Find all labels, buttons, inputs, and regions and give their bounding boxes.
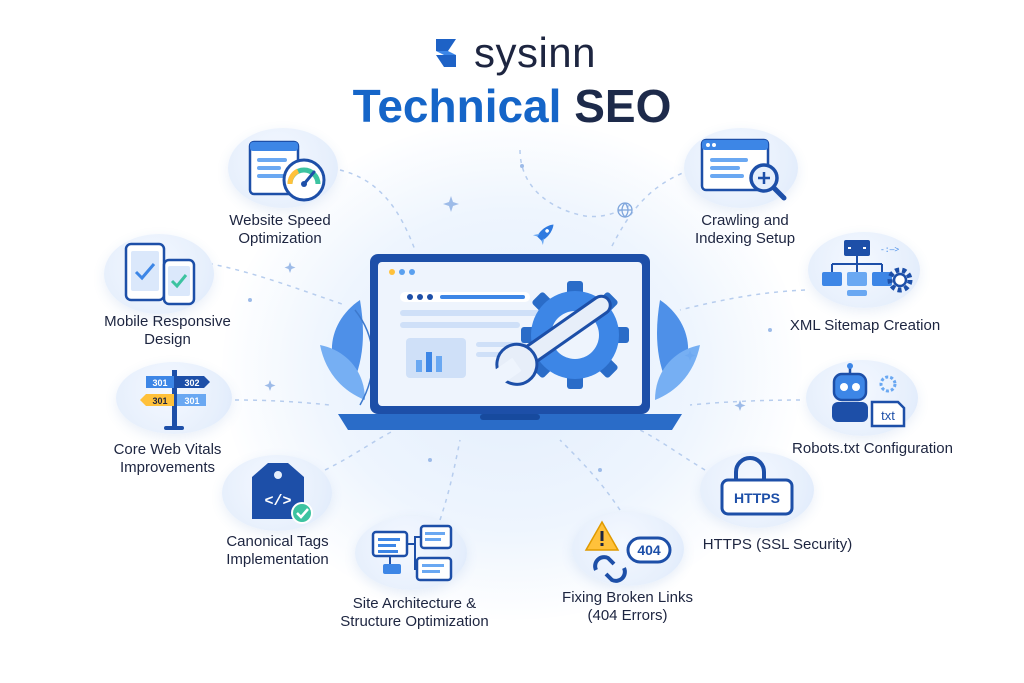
label-line-1: Mobile Responsive [104,313,231,330]
label-line-2: Optimization [238,230,322,247]
feature-label-https: HTTPS (SSL Security) [690,536,865,554]
feature-disc-robots-txt: txt [806,360,918,436]
label-line-1: HTTPS (SSL Security) [702,536,853,553]
feature-label-broken-links: Fixing Broken Links (404 Errors) [545,589,710,625]
label-line-2: (404 Errors) [587,607,668,624]
feature-label-site-architecture: Site Architecture & Structure Optimizati… [322,595,507,631]
feature-label-xml-sitemap: XML Sitemap Creation [775,317,955,335]
signpost-redirect-icon: 301 302 301 301 [140,370,210,430]
feature-disc-https: HTTPS [700,452,814,528]
feature-disc-xml-sitemap: -:—> [808,232,920,308]
label-line-1: Site Architecture & [352,595,477,612]
site-structure-icon [371,524,453,582]
feature-label-crawling-indexing: Crawling and Indexing Setup [670,212,820,248]
label-line-1: XML Sitemap Creation [789,317,941,334]
feature-label-mobile-responsive: Mobile Responsive Design [80,313,255,349]
globe-icon [617,202,633,218]
feature-label-website-speed: Website Speed Optimization [205,212,355,248]
feature-disc-mobile-responsive [104,234,214,314]
code-text: </> [264,493,291,510]
code-text: 404 [637,542,661,558]
label-line-1: Robots.txt Configuration [792,440,953,457]
label-line-1: Fixing Broken Links [562,589,693,606]
https-lock-icon: HTTPS [720,456,794,516]
mobile-devices-icon [124,242,196,306]
title-part-technical: Technical [352,80,562,132]
browser-magnifier-icon [700,138,787,201]
label-line-1: Canonical Tags [226,533,329,550]
s-logo-icon [435,39,456,67]
label-line-2: Indexing Setup [694,230,796,247]
feature-disc-crawling-indexing [684,128,798,208]
sitemap-tree-icon: -:—> [822,240,913,296]
feature-label-canonical-tags: Canonical Tags Implementation [205,533,350,569]
broken-link-icon: 404 [584,520,672,583]
feature-disc-canonical-tags: </> [222,455,332,531]
label-line-1: Crawling and [701,212,789,229]
badge-text: 301 [152,396,167,406]
feature-label-robots-txt: Robots.txt Configuration [770,440,975,458]
label-line-2: Improvements [119,459,216,476]
robot-txt-icon: txt [832,363,906,428]
speed-gauge-icon [248,140,326,202]
laptop-wrench-gear-icon [320,254,700,430]
title-part-seo: SEO [574,80,672,132]
rocket-icon [532,224,554,246]
label-line-1: Website Speed [229,212,331,229]
feature-disc-website-speed [228,128,338,208]
label-line-2: Implementation [226,551,329,568]
badge-text: 301 [184,396,199,406]
badge-text: 301 [152,378,167,388]
code-text: HTTPS [734,490,780,506]
brand-name: sysinn [473,29,597,76]
code-text: txt [881,408,895,423]
code-tag-icon: </> [252,463,313,524]
page-title: Technical SEO [0,80,1024,132]
label-line-1: Core Web Vitals [113,441,222,458]
label-line-2: Design [144,331,191,348]
feature-disc-broken-links: 404 [572,512,684,586]
feature-disc-core-web-vitals: 301 302 301 301 [116,362,232,434]
label-line-2: Structure Optimization [340,613,489,630]
feature-label-core-web-vitals: Core Web Vitals Improvements [85,441,250,477]
badge-text: 302 [184,378,199,388]
feature-disc-site-architecture [355,516,467,590]
svg-text:-:—>: -:—> [880,246,899,255]
brand-header: sysinn [0,28,1024,78]
